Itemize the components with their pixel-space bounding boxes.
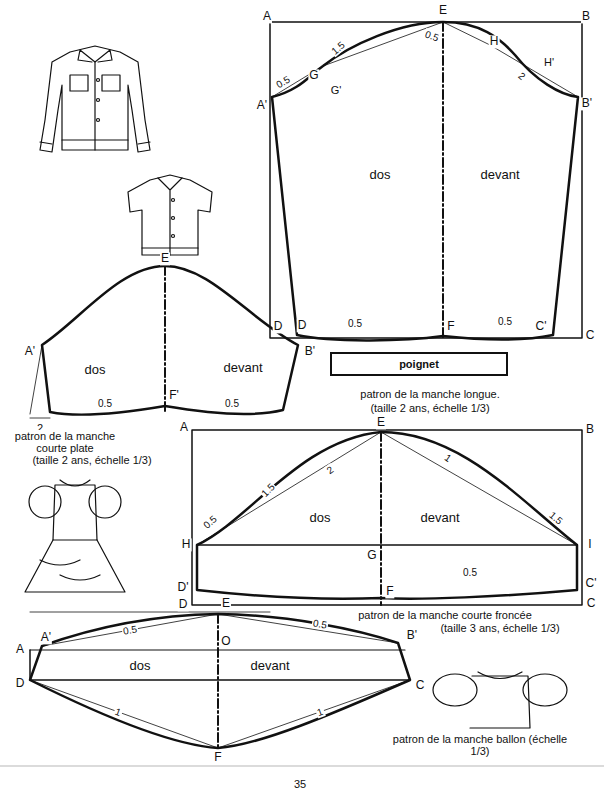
pattern-label: devant (222, 361, 263, 375)
pattern-label: H' (543, 56, 555, 68)
long-sleeve-pattern (270, 22, 582, 340)
pattern-label: dos (129, 659, 152, 673)
pattern-label: 0.5 (200, 513, 219, 532)
pattern-label: F (446, 320, 455, 333)
pattern-label: D (273, 320, 284, 333)
pattern-label: F (213, 751, 222, 764)
pattern-label: courte plate (35, 442, 94, 454)
pattern-label: A (262, 10, 272, 23)
dress-illustration (25, 480, 125, 592)
pattern-label: (taille 3 ans, échelle 1/3) (439, 622, 560, 634)
pattern-label: E (376, 416, 386, 429)
pattern-label: devant (479, 168, 520, 182)
pattern-label: 1.5 (258, 480, 277, 499)
pattern-label: A' (256, 99, 268, 112)
pattern-label: I (587, 538, 592, 551)
pattern-label: C (415, 679, 426, 692)
pattern-label: dos (84, 363, 107, 377)
pattern-label: 1 (113, 706, 124, 719)
pattern-label: 0.5 (423, 28, 442, 44)
pattern-label: 0.5 (224, 398, 240, 409)
pattern-label: D' (177, 581, 190, 594)
cuff-label: poignet (399, 358, 439, 370)
pattern-label: G (366, 549, 377, 562)
pattern-label: D (178, 598, 189, 611)
pattern-label: O (220, 635, 231, 648)
pattern-label: F' (168, 389, 180, 402)
pattern-label: B' (406, 629, 418, 642)
pattern-label: 35 (293, 778, 307, 790)
pattern-label: patron de la manche longue. (359, 388, 500, 400)
short-sleeve-jacket-illustration (128, 175, 212, 255)
pattern-label: B (585, 423, 595, 436)
pattern-label: 1.5 (546, 509, 565, 528)
pattern-label: 0.5 (97, 398, 113, 409)
pattern-label: 0.5 (347, 318, 363, 329)
pattern-label: 1 (315, 706, 326, 719)
pattern-label: C (585, 329, 596, 342)
pattern-label: D (15, 677, 26, 690)
pattern-label: E (160, 252, 170, 265)
pattern-label: (taille 2 ans, échelle 1/3) (31, 454, 152, 466)
pattern-label: patron de la manche ballon (échelle 1/3) (384, 733, 576, 757)
pattern-label: H (489, 35, 500, 48)
pattern-label: E (221, 597, 231, 610)
pattern-label: 0.5 (497, 316, 513, 327)
pattern-label: 2 (516, 69, 529, 82)
pattern-label: G (308, 69, 319, 82)
pattern-label: G' (330, 84, 343, 96)
pattern-label: devant (419, 511, 460, 525)
pattern-label: B' (304, 345, 316, 358)
pattern-label: C' (535, 320, 548, 333)
pattern-label: A (179, 421, 189, 434)
pattern-label: B' (581, 97, 593, 110)
pattern-label: 0.5 (273, 73, 292, 90)
jacket-illustration (40, 46, 150, 152)
pattern-label: 0.5 (311, 617, 329, 631)
pattern-label: D (297, 319, 308, 332)
pattern-label: F (385, 585, 394, 598)
pattern-label: (taille 2 ans, échelle 1/3) (369, 402, 490, 414)
pattern-label: 1.5 (328, 39, 347, 58)
pattern-label: devant (249, 659, 290, 673)
pattern-label: C' (585, 577, 598, 590)
pattern-label: B (581, 10, 591, 23)
cuff-box: poignet (330, 352, 508, 376)
pattern-label: E (438, 4, 448, 17)
pattern-label: 1 (442, 451, 455, 464)
balloon-sleeve-pattern (30, 612, 410, 748)
pattern-label: H (181, 538, 192, 551)
pattern-label: dos (369, 168, 392, 182)
pattern-label: patron de la manche (14, 430, 116, 442)
balloon-dress-illustration (433, 672, 567, 728)
pattern-label: 2 (324, 463, 337, 476)
pattern-label: dos (309, 511, 332, 525)
pattern-label: 0.5 (462, 567, 478, 578)
pattern-label: 0.5 (121, 623, 139, 637)
pattern-label: A' (40, 631, 52, 644)
pattern-label: A (15, 643, 25, 656)
pattern-label: A' (24, 345, 36, 358)
pattern-label: C (586, 597, 597, 610)
gathered-sleeve-pattern (192, 430, 582, 605)
short-flat-sleeve-pattern (30, 266, 298, 418)
pattern-label: patron de la manche courte froncée (357, 609, 533, 621)
